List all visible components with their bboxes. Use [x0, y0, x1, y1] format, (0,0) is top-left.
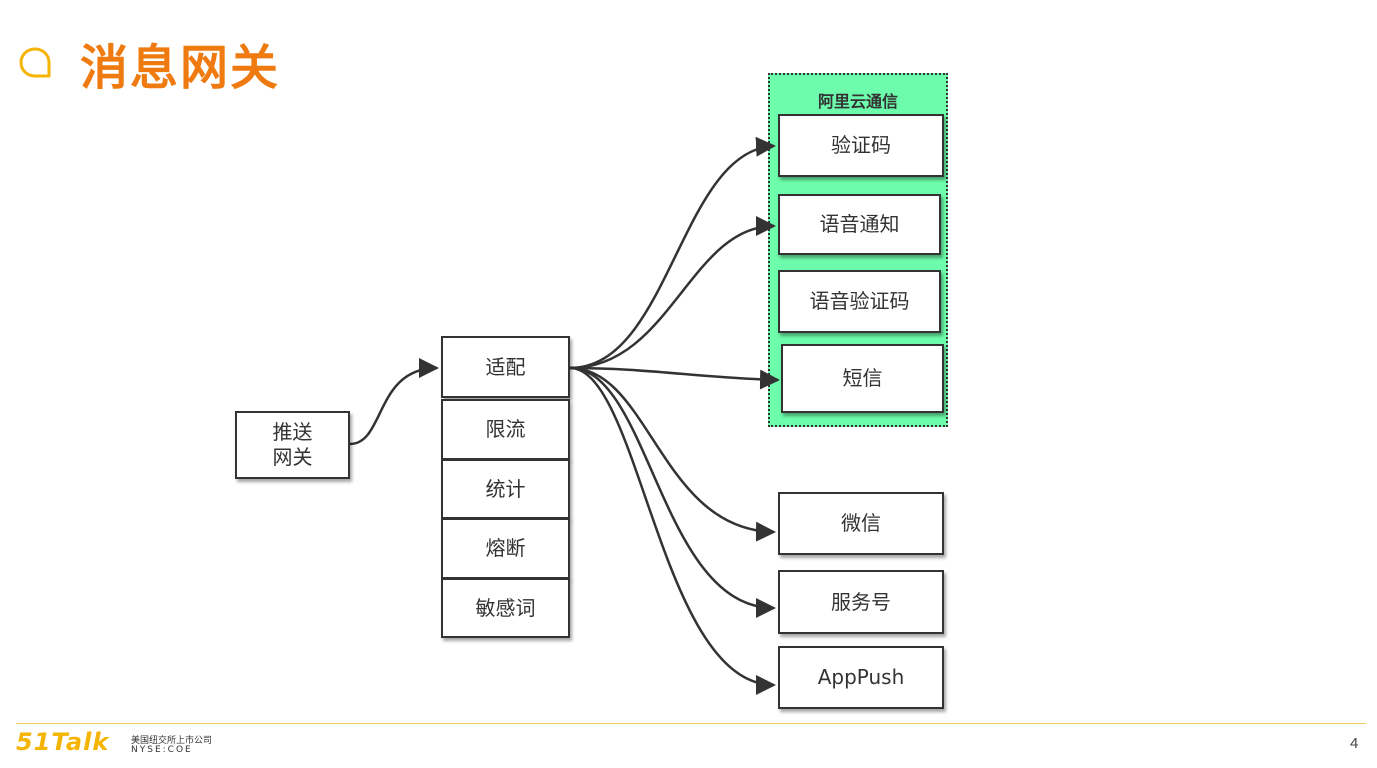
pipeline-circuit-breaker-node: 熔断	[441, 518, 570, 579]
arrow-gateway-to-adapter	[349, 358, 439, 446]
arrow-adapter-to-service-account	[569, 366, 776, 618]
pipeline-sensitive-words-node: 敏感词	[441, 578, 570, 638]
aliyun-sms-node: 短信	[781, 344, 944, 413]
wechat-node: 微信	[778, 492, 944, 555]
aliyun-verification-code-node: 验证码	[778, 114, 944, 177]
company-listing-cn: 美国纽交所上市公司	[131, 736, 213, 746]
arrow-adapter-to-voice-notification	[569, 216, 776, 370]
arrow-adapter-to-sms	[569, 366, 780, 390]
arrow-adapter-to-verification-code	[569, 136, 776, 370]
aliyun-voice-notification-node: 语音通知	[778, 194, 941, 255]
slide-title: 消息网关	[80, 40, 281, 96]
footer-divider	[16, 723, 1366, 724]
arrow-adapter-to-apppush	[569, 366, 776, 695]
page-number: 4	[1350, 735, 1359, 752]
pipeline-adapter-node: 适配	[441, 336, 570, 398]
aliyun-group-label: 阿里云通信	[817, 92, 898, 111]
arrow-adapter-to-wechat	[569, 366, 776, 542]
speech-bubble-icon	[19, 47, 51, 78]
pipeline-rate-limit-node: 限流	[441, 399, 570, 460]
push-gateway-node: 推送 网关	[235, 411, 350, 479]
company-listing-en: NYSE:COE	[131, 745, 193, 755]
service-account-node: 服务号	[778, 570, 944, 634]
company-logo: 51Talk	[16, 728, 110, 756]
pipeline-statistics-node: 统计	[441, 459, 570, 519]
aliyun-voice-verification-code-node: 语音验证码	[778, 270, 941, 333]
apppush-node: AppPush	[778, 646, 944, 709]
